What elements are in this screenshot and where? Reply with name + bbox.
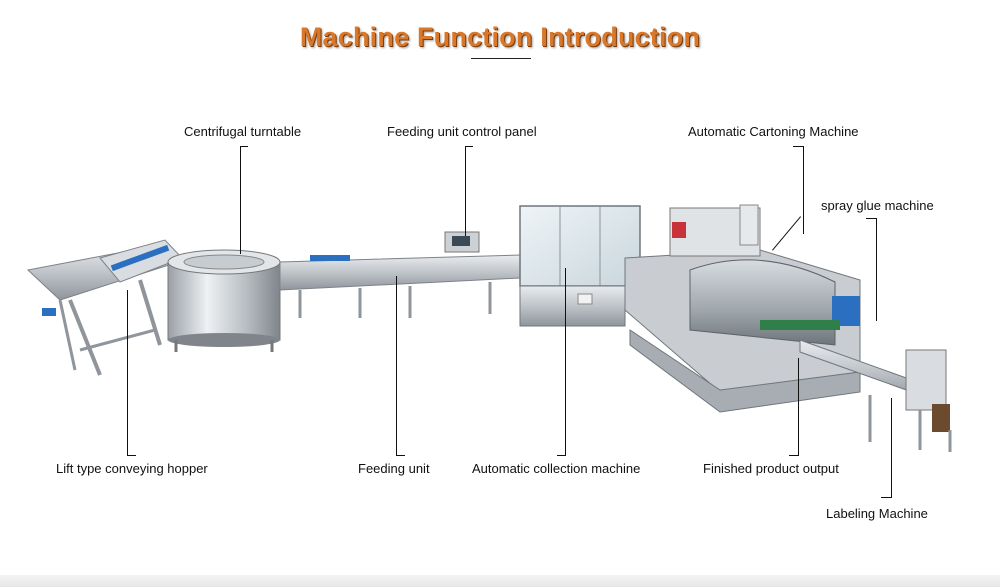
label-automatic-cartoning: Automatic Cartoning Machine [688,124,859,139]
leader-line-turntable-v [240,146,241,254]
leader-line-output-h [789,455,799,456]
leader-line-cartoning-h [793,146,804,147]
collection-machine-graphic [519,205,641,327]
leader-line-control-h [465,146,473,147]
leader-line-labeling-v [891,398,892,498]
leader-line-hopper-v [127,290,128,456]
title-underline [471,58,531,59]
feeding-unit-graphic [279,231,521,318]
labeling-machine-graphic [799,339,952,452]
centrifugal-turntable-graphic [167,249,281,352]
label-labeling-machine: Labeling Machine [826,506,928,521]
label-collection-machine: Automatic collection machine [472,461,641,476]
leader-line-turntable [240,146,248,147]
footer-divider [0,575,1000,587]
leader-line-output-v [798,358,799,456]
leader-line-labeling-h [881,497,892,498]
leader-line-control-v [465,146,466,236]
label-centrifugal-turntable: Centrifugal turntable [184,124,302,139]
label-spray-glue: spray glue machine [821,198,934,213]
lift-hopper-graphic [26,239,183,376]
page-title: Machine Function Introduction [299,22,701,52]
leader-line-hopper-h [127,455,136,456]
cartoning-machine-graphic [624,204,861,413]
label-feeding-control-panel: Feeding unit control panel [387,124,537,139]
leader-line-collection-h [557,455,566,456]
leader-line-feeding-h [396,455,405,456]
leader-line-glue-h [866,218,877,219]
label-feeding-unit: Feeding unit [358,461,430,476]
label-finished-output: Finished product output [703,461,839,476]
leader-line-glue-v [876,218,877,321]
leader-line-collection-v [565,268,566,456]
label-lift-hopper: Lift type conveying hopper [56,461,208,476]
leader-line-feeding-v [396,276,397,456]
leader-line-cartoning-v [803,146,804,234]
